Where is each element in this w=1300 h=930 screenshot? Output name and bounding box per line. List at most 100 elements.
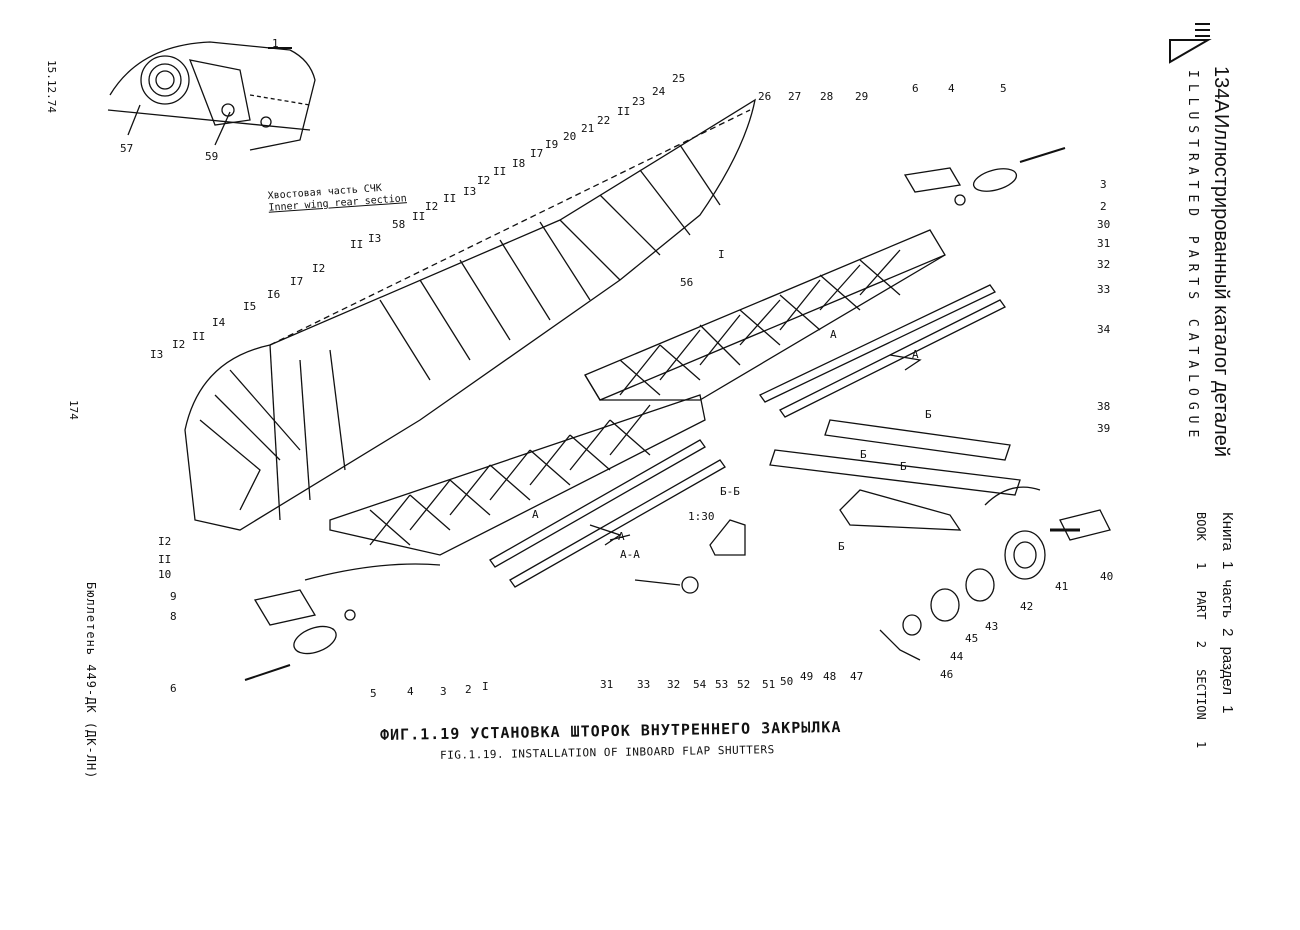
callout-1b: I: [482, 680, 489, 693]
callout-31a: 31: [1097, 237, 1110, 250]
callout-5b: 5: [370, 687, 377, 700]
inner-wing-rear-section: [184, 98, 756, 531]
margin-page-number: 174: [67, 400, 80, 420]
margin-bulletin: Бюллетень 449-ДК (ДК-ЛН): [84, 582, 98, 780]
callout-44: 44: [950, 650, 964, 663]
callout-27: 27: [788, 90, 801, 103]
callout-52: 52: [737, 678, 750, 691]
callout-11a: II: [158, 553, 171, 566]
callout-11b: II: [192, 330, 205, 343]
header-title-ru: Иллюстрированный каталог деталей: [1210, 114, 1232, 458]
callout-11e: II: [443, 192, 456, 205]
upper-shutter-panel: [584, 229, 946, 401]
callout-12c: I2: [312, 262, 325, 275]
callout-46: 46: [940, 668, 953, 681]
callout-10: 10: [158, 568, 171, 581]
callout-view-i: I: [718, 248, 725, 261]
callout-14: I4: [212, 316, 226, 329]
callout-numbers: 57 59 26 27 28 29 6 4 5 3 2 30 31 32 33 …: [120, 72, 1113, 700]
callout-21: 21: [581, 122, 594, 135]
label-arrow-b2: Б: [860, 448, 867, 461]
callout-33b: 33: [637, 678, 650, 691]
callout-6b: 6: [170, 682, 177, 695]
hinge-hardware: [244, 147, 1066, 681]
callout-23: 23: [632, 95, 645, 108]
header-book-en: BOOK 1 PART 2 SECTION 1: [1194, 512, 1208, 749]
callout-56: 56: [680, 276, 693, 289]
callout-3b: 3: [440, 685, 447, 698]
callout-53: 53: [715, 678, 728, 691]
callout-45: 45: [965, 632, 978, 645]
callout-32b: 32: [667, 678, 680, 691]
callout-17b: I7: [530, 147, 543, 160]
callout-5a: 5: [1000, 82, 1007, 95]
header-model: 134А: [1210, 66, 1232, 113]
callout-13c: I3: [463, 185, 476, 198]
header-book-ru: Книга 1 часть 2 раздел 1: [1219, 512, 1236, 714]
callout-48: 48: [823, 670, 836, 683]
callout-25: 25: [672, 72, 685, 85]
callout-40: 40: [1100, 570, 1113, 583]
label-arrow-a1: А: [830, 328, 837, 341]
lower-shutter-panel: [329, 394, 706, 556]
label-arrow-a2: А: [912, 348, 919, 361]
callout-34: 34: [1097, 323, 1111, 336]
callout-18: I8: [512, 157, 525, 170]
callout-24: 24: [652, 85, 666, 98]
callout-12d: I2: [425, 200, 438, 213]
label-section-bb: Б-Б: [720, 485, 740, 498]
label-arrow-b1: Б: [925, 408, 932, 421]
header-title-en: ILLUSTRATED PARTS CATALOGUE: [1185, 70, 1200, 444]
callout-50: 50: [780, 675, 793, 688]
callout-17a: I7: [290, 275, 303, 288]
detail-1-inset: [107, 41, 316, 151]
callout-59: 59: [205, 150, 218, 163]
callout-12e: I2: [477, 174, 490, 187]
label-ratio: 1:30: [688, 510, 715, 523]
callout-39: 39: [1097, 422, 1110, 435]
callout-29: 29: [855, 90, 868, 103]
callout-3a: 3: [1100, 178, 1107, 191]
label-arrow-a4: А: [618, 530, 625, 543]
callout-41: 41: [1055, 580, 1068, 593]
callout-28: 28: [820, 90, 833, 103]
b-strips: [769, 419, 1021, 531]
callout-32a: 32: [1097, 258, 1110, 271]
callout-12b: I2: [172, 338, 185, 351]
callout-16: I6: [267, 288, 280, 301]
seal-strips: [489, 284, 1006, 588]
callout-13b: I3: [368, 232, 381, 245]
callout-11g: II: [617, 105, 630, 118]
callout-15: I5: [243, 300, 256, 313]
callout-2b: 2: [465, 683, 472, 696]
callout-43: 43: [985, 620, 998, 633]
callout-9: 9: [170, 590, 177, 603]
callout-6a: 6: [912, 82, 919, 95]
callout-26: 26: [758, 90, 771, 103]
label-section-aa: А-А: [620, 548, 640, 561]
callout-8: 8: [170, 610, 177, 623]
section-labels: 1 А-А Б-Б 1:30 А А А А Б Б Б Б: [272, 37, 932, 561]
callout-49: 49: [800, 670, 813, 683]
callout-11f: II: [493, 165, 506, 178]
callout-57: 57: [120, 142, 133, 155]
callout-38: 38: [1097, 400, 1110, 413]
bolt-bushing-set: [879, 509, 1111, 661]
callout-47: 47: [850, 670, 863, 683]
callout-51: 51: [762, 678, 775, 691]
label-arrow-a3: А: [532, 508, 539, 521]
callout-42: 42: [1020, 600, 1033, 613]
margin-date: 15.12.74: [45, 60, 58, 113]
callout-13a: I3: [150, 348, 163, 361]
callout-58: 58: [392, 218, 405, 231]
callout-20: 20: [563, 130, 576, 143]
label-arrow-b4: Б: [838, 540, 845, 553]
callout-54: 54: [693, 678, 707, 691]
callout-12a: I2: [158, 535, 171, 548]
view-arrows: [304, 354, 1041, 581]
callout-11d: II: [412, 210, 425, 223]
label-detail-1: 1: [272, 37, 279, 50]
callout-22: 22: [597, 114, 610, 127]
